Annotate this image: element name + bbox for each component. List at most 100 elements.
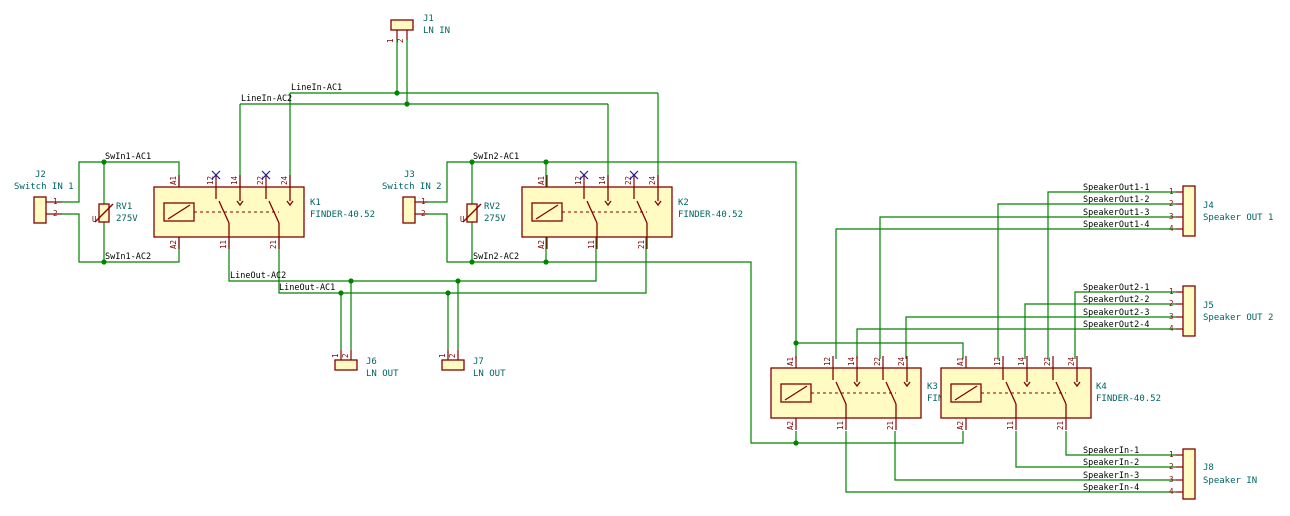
component-value: Switch IN 2	[382, 182, 442, 192]
ref-designator: RV1	[116, 202, 132, 212]
pin-number: 14	[230, 175, 239, 185]
pin-number: 21	[637, 240, 646, 249]
connector-j4[interactable]: 1 2 3 4 J4 Speaker OUT 1	[1169, 185, 1273, 237]
pin-number: A1	[537, 176, 546, 185]
pin-number: 22	[873, 357, 882, 366]
net-label-speakerout1-1: SpeakerOut1-1	[1083, 183, 1150, 193]
pin-number: 4	[1169, 224, 1174, 233]
pin-number: 1	[331, 353, 340, 358]
net-label-speakerout2-1: SpeakerOut2-1	[1083, 283, 1150, 293]
pin-number: 2	[1169, 462, 1174, 471]
pin-number: 21	[886, 421, 895, 430]
net-label-swin1-ac2: SwIn1-AC2	[105, 252, 151, 262]
ref-designator: J7	[473, 357, 484, 367]
net-label-swin2-ac1: SwIn2-AC1	[473, 152, 519, 162]
net-label-speakerout1-2: SpeakerOut1-2	[1083, 195, 1150, 205]
junction-dot	[543, 259, 549, 265]
pin-number: 1	[438, 353, 447, 358]
component-value: Switch IN 1	[14, 182, 74, 192]
junction-dot	[793, 440, 799, 446]
varistor-rv2[interactable]: U RV2 275V	[460, 202, 506, 224]
junction-dot	[455, 278, 461, 284]
junction-dot	[394, 90, 400, 96]
pin-number: 2	[421, 209, 426, 218]
net-label-speakerin-4: SpeakerIn-4	[1083, 483, 1139, 493]
net-label-speakerin-2: SpeakerIn-2	[1083, 458, 1139, 468]
pin-number: 22	[624, 176, 633, 185]
component-value: FINDER-40.52	[1096, 394, 1161, 404]
pin-number: 1	[53, 197, 58, 206]
pin-number: A1	[786, 357, 795, 366]
pin-number: 11	[836, 421, 845, 430]
pin-number: 11	[219, 240, 228, 249]
pin-number: 2	[53, 209, 58, 218]
pin-number: A1	[956, 357, 965, 366]
connector-j3[interactable]: 1 2 J3 Switch IN 2	[382, 170, 442, 224]
net-label-speakerout2-3: SpeakerOut2-3	[1083, 308, 1150, 318]
junction-dot	[404, 101, 410, 107]
connector-j1[interactable]: 1 2 J1 LN IN	[386, 14, 450, 43]
ref-designator: J1	[423, 14, 434, 24]
pin-number: 2	[341, 353, 350, 358]
component-value: Speaker OUT 1	[1203, 213, 1273, 223]
pin-number: A2	[786, 421, 795, 430]
connector-body	[1182, 185, 1196, 237]
pin-number: 11	[587, 240, 596, 249]
net-label-speakerin-3: SpeakerIn-3	[1083, 471, 1139, 481]
net-label-linein-ac1: LineIn-AC1	[291, 83, 342, 93]
pin-number: 4	[1169, 487, 1174, 496]
pin-number: 1	[1169, 287, 1174, 296]
connector-j2[interactable]: 1 2 J2 Switch IN 1	[14, 170, 74, 224]
pin-number: A2	[169, 240, 178, 249]
ref-designator: J3	[404, 170, 415, 180]
pin-number: 24	[1067, 356, 1076, 366]
junction-dot	[101, 159, 107, 165]
pin-number: 22	[1043, 357, 1052, 366]
component-value: FINDER-40.52	[310, 210, 375, 220]
junction-dot	[101, 259, 107, 265]
wires	[62, 40, 1176, 493]
component-value: LN OUT	[366, 369, 399, 379]
relay-3[interactable]: A112142224A21121K3FINDER-40.52	[770, 356, 992, 430]
connector-j7[interactable]: 1 2 J7 LN OUT	[438, 350, 506, 379]
connector-body	[402, 196, 416, 224]
component-value: FINDER-40.52	[678, 210, 743, 220]
connector-j5[interactable]: 1 2 3 4 J5 Speaker OUT 2	[1169, 285, 1273, 337]
net-label-speakerin-1: SpeakerIn-1	[1083, 446, 1139, 456]
varistor-rv1[interactable]: U RV1 275V	[92, 202, 138, 224]
net-label-lineout-ac2: LineOut-AC2	[230, 271, 286, 281]
ref-designator: RV2	[484, 202, 500, 212]
component-value: Speaker IN	[1203, 476, 1257, 486]
ref-designator: K3	[927, 382, 938, 392]
pin-number: 11	[1006, 421, 1015, 430]
pin-number: 12	[823, 357, 832, 366]
ref-designator: J6	[366, 357, 377, 367]
connector-j6[interactable]: 1 2 J6 LN OUT	[331, 350, 399, 379]
pin-number: 3	[1169, 212, 1174, 221]
varistor-mark: U	[460, 215, 465, 224]
pin-number: 3	[1169, 312, 1174, 321]
connector-j8[interactable]: 1 2 3 4 J8 Speaker IN	[1169, 448, 1257, 500]
varistor-mark: U	[92, 215, 97, 224]
net-label-lineout-ac1: LineOut-AC1	[279, 283, 335, 293]
junction-dot	[543, 159, 549, 165]
pin-number: 14	[598, 175, 607, 185]
net-label-speakerout1-3: SpeakerOut1-3	[1083, 208, 1150, 218]
connector-body	[33, 196, 47, 224]
pin-number: 21	[269, 240, 278, 249]
pin-number: 24	[280, 175, 289, 185]
connector-body	[441, 359, 465, 371]
ref-designator: K4	[1096, 382, 1107, 392]
pin-number: 1	[1169, 450, 1174, 459]
component-value: LN IN	[423, 26, 450, 36]
component-value: 275V	[116, 214, 138, 224]
pin-number: 2	[448, 353, 457, 358]
pin-number: A1	[169, 176, 178, 185]
pin-number: 1	[421, 197, 426, 206]
component-value: Speaker OUT 2	[1203, 313, 1273, 323]
ref-designator: J2	[35, 170, 46, 180]
